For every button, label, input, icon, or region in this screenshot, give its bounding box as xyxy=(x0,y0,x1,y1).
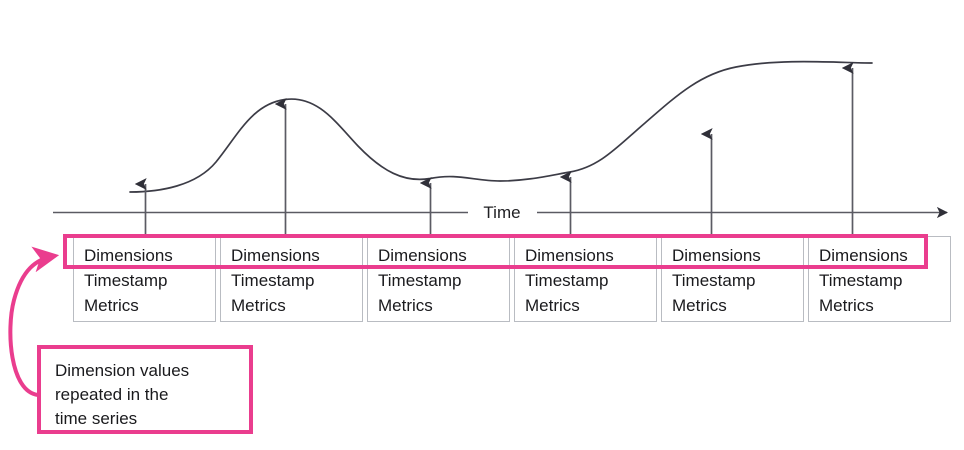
record-metrics-label: Metrics xyxy=(525,296,580,315)
record-metrics-label: Metrics xyxy=(378,296,433,315)
record-metrics-label: Metrics xyxy=(84,296,139,315)
callout-line-3: time series xyxy=(55,409,138,428)
record-dimensions-label: Dimensions xyxy=(819,246,908,265)
record-box[interactable]: Dimensions Timestamp Metrics xyxy=(220,236,363,322)
record-timestamp-label: Timestamp xyxy=(525,271,609,290)
time-axis: Time xyxy=(53,203,949,222)
record-box[interactable]: Dimensions Timestamp Metrics xyxy=(808,236,951,322)
record-box[interactable]: Dimensions Timestamp Metrics xyxy=(367,236,510,322)
record-dimensions-label: Dimensions xyxy=(672,246,761,265)
metric-curve xyxy=(129,60,873,193)
record-dimensions-label: Dimensions xyxy=(378,246,467,265)
record-timestamp-label: Timestamp xyxy=(231,271,315,290)
callout-note: Dimension values repeated in the time se… xyxy=(37,345,253,434)
callout-arrow xyxy=(8,246,60,397)
record-dimensions-label: Dimensions xyxy=(525,246,614,265)
record-timestamp-label: Timestamp xyxy=(819,271,903,290)
record-timestamp-label: Timestamp xyxy=(84,271,168,290)
record-dimensions-label: Dimensions xyxy=(231,246,320,265)
record-metrics-label: Metrics xyxy=(819,296,874,315)
sample-arrows xyxy=(134,62,854,237)
record-timestamp-label: Timestamp xyxy=(378,271,462,290)
record-box[interactable]: Dimensions Timestamp Metrics xyxy=(661,236,804,322)
record-timestamp-label: Timestamp xyxy=(672,271,756,290)
callout-line-2: repeated in the xyxy=(55,385,169,404)
time-axis-label: Time xyxy=(483,203,520,222)
record-box[interactable]: Dimensions Timestamp Metrics xyxy=(73,236,216,322)
record-metrics-label: Metrics xyxy=(231,296,286,315)
record-metrics-label: Metrics xyxy=(672,296,727,315)
record-dimensions-label: Dimensions xyxy=(84,246,173,265)
callout-line-1: Dimension values xyxy=(55,361,190,380)
record-box[interactable]: Dimensions Timestamp Metrics xyxy=(514,236,657,322)
